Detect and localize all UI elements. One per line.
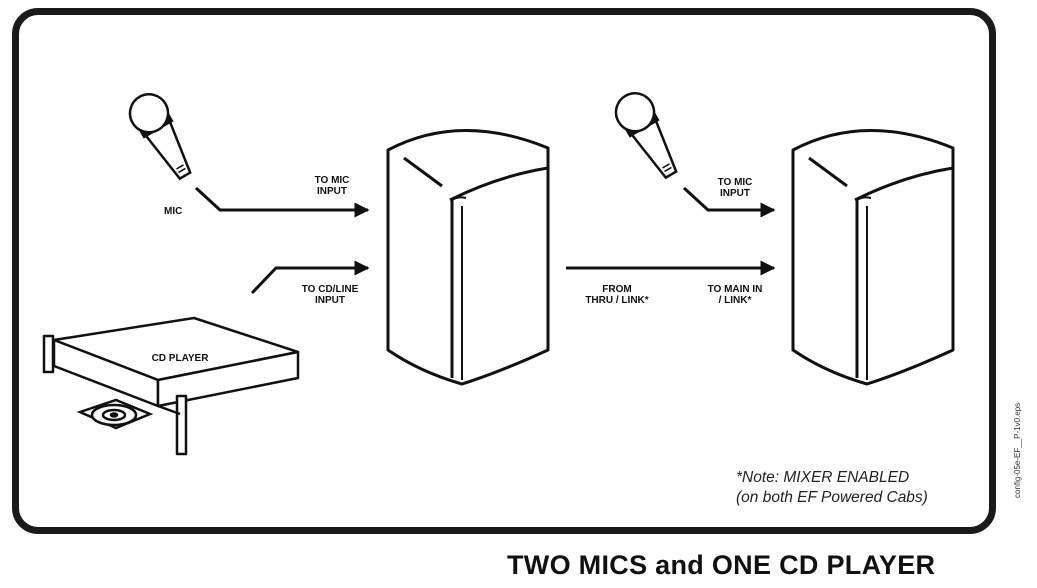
cd-player-device bbox=[42, 316, 300, 456]
note-line-2: (on both EF Powered Cabs) bbox=[736, 489, 928, 506]
cd-disc-icon bbox=[76, 398, 154, 430]
cd-player-label: CD PLAYER bbox=[151, 353, 209, 364]
mixer-note: *Note: MIXER ENABLED (on both EF Powered… bbox=[736, 468, 928, 508]
cable-cd-line bbox=[250, 260, 370, 295]
mic-label: MIC bbox=[164, 206, 183, 217]
cable-mic1 bbox=[194, 186, 370, 218]
from-thru-link-label: FROM THRU / LINK* bbox=[585, 284, 649, 306]
to-cdline-input-label: TO CD/LINE INPUT bbox=[301, 284, 359, 306]
to-mic-input-label-right: TO MIC INPUT bbox=[717, 177, 753, 199]
file-id-label: config-05e-EF__P-1v0.eps bbox=[1013, 402, 1022, 498]
speaker-cabinet-right bbox=[791, 129, 955, 386]
to-main-in-link-label: TO MAIN IN / LINK* bbox=[707, 284, 763, 306]
cable-mic2 bbox=[682, 186, 776, 218]
microphone-right-icon bbox=[614, 92, 678, 180]
note-line-1: *Note: MIXER ENABLED bbox=[736, 469, 910, 486]
diagram-frame bbox=[12, 8, 996, 534]
to-mic-input-label-left: TO MIC INPUT bbox=[314, 175, 350, 197]
diagram-title: TWO MICS and ONE CD PLAYER bbox=[507, 550, 936, 580]
microphone-left-icon bbox=[128, 93, 192, 181]
speaker-cabinet-left bbox=[386, 129, 550, 386]
